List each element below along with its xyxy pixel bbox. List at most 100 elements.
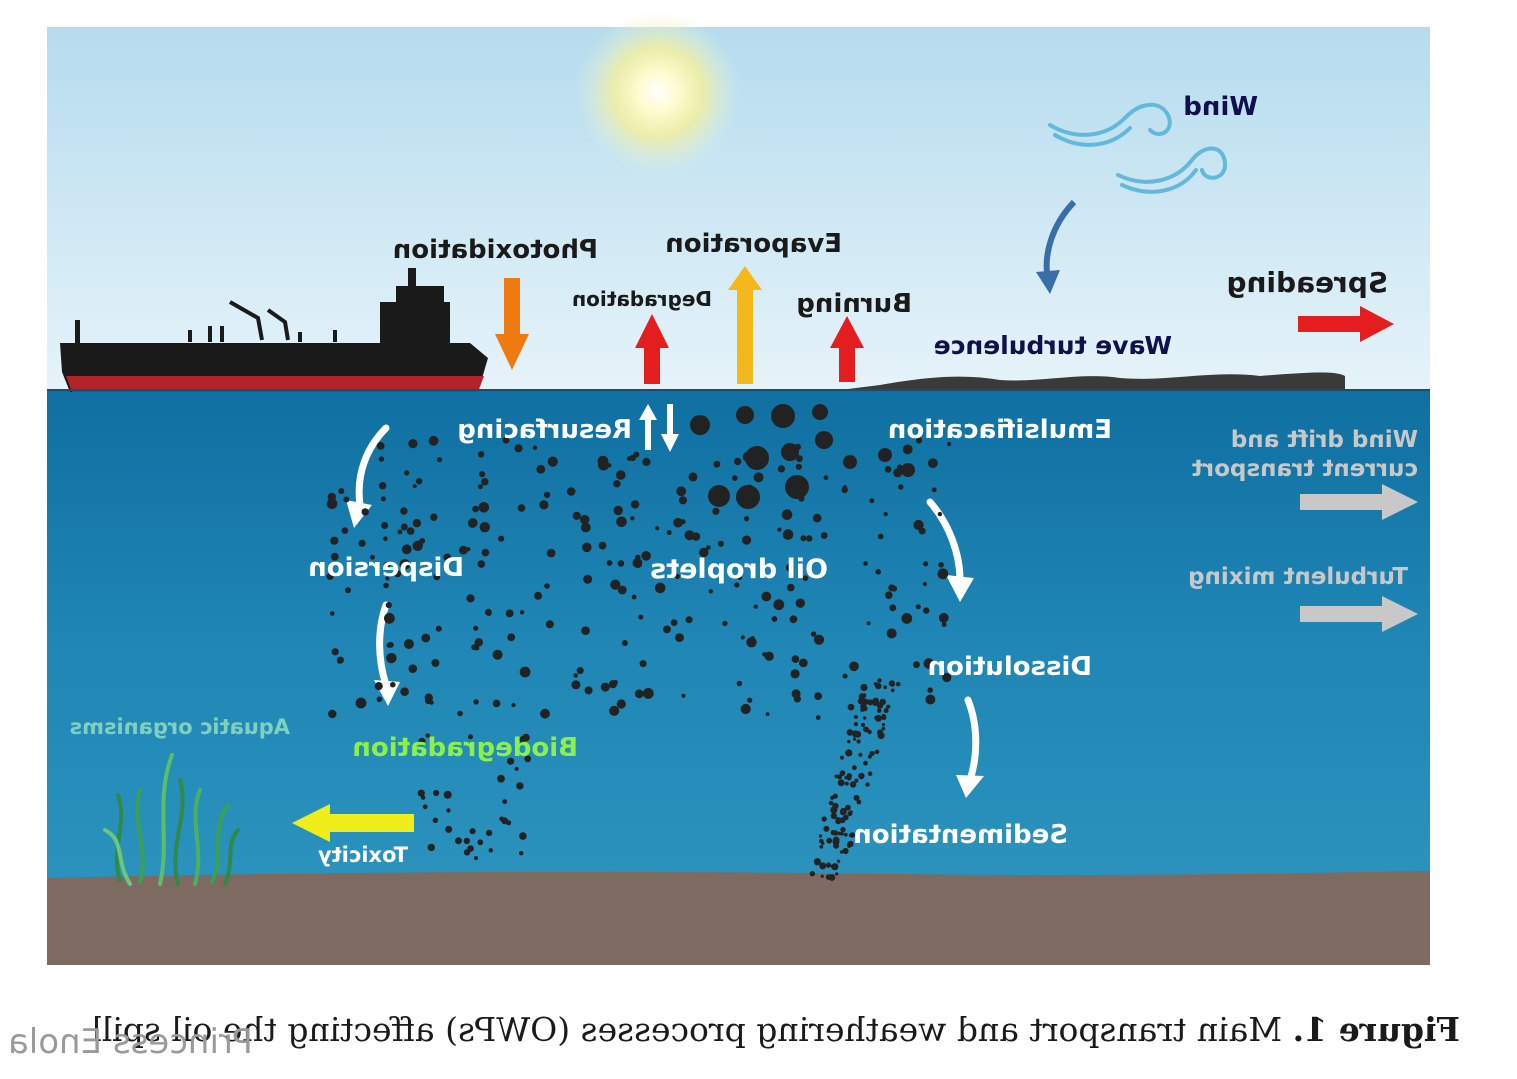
oil-droplet — [627, 456, 632, 461]
oil-droplet — [736, 680, 743, 687]
oil-droplet — [400, 687, 409, 696]
oil-droplet — [544, 583, 550, 589]
oil-droplet — [341, 527, 349, 534]
oil-droplet — [488, 848, 493, 853]
oil-droplet — [798, 658, 808, 668]
oil-droplet — [616, 699, 626, 709]
oil-droplet — [412, 519, 422, 528]
oil-droplet — [471, 644, 478, 651]
oil-droplet — [876, 708, 882, 713]
oil-droplet — [473, 625, 479, 631]
oil-droplet — [883, 708, 889, 714]
oil-droplet — [814, 692, 822, 700]
oil-droplet — [477, 560, 486, 568]
oil-droplet — [408, 664, 418, 673]
oil-droplet — [736, 485, 760, 509]
oil-droplet — [370, 554, 375, 560]
oil-droplet — [685, 616, 693, 624]
oil-droplet — [519, 851, 524, 856]
oil-droplet — [852, 765, 857, 771]
oil-droplet — [539, 500, 549, 510]
oil-droplet — [819, 838, 824, 844]
oil-droplet — [771, 404, 795, 428]
label-dispersion: Dispersion — [308, 553, 464, 583]
oil-droplet — [938, 562, 944, 568]
oil-droplet — [616, 516, 627, 528]
oil-droplet — [883, 685, 887, 689]
oil-droplet — [343, 496, 350, 503]
oil-droplet — [431, 658, 440, 667]
oil-droplet — [699, 547, 709, 558]
oil-droplet — [584, 686, 593, 695]
oil-droplet — [923, 658, 935, 669]
oil-droplet — [787, 583, 795, 592]
oil-droplet — [733, 457, 742, 466]
oil-droplet — [446, 808, 451, 813]
oil-droplet — [863, 561, 868, 566]
oil-droplet — [361, 508, 369, 516]
label-wave-turbulence: Wave turbulence — [934, 331, 1172, 360]
oil-droplet — [867, 771, 873, 776]
oil-droplet — [841, 486, 848, 494]
oil-droplet — [889, 604, 897, 612]
oil-droplet — [777, 465, 786, 473]
oil-droplet — [937, 511, 943, 517]
oil-droplet — [635, 554, 641, 561]
oil-droplet — [428, 435, 439, 446]
oil-droplet — [842, 673, 848, 679]
oil-droplet — [638, 614, 644, 620]
oil-droplet — [497, 774, 505, 783]
label-aquatic-organisms: Aquatic organisms — [70, 715, 290, 739]
figure-caption: Figure 1. Main transport and weathering … — [91, 1010, 1460, 1049]
oil-droplet — [572, 511, 581, 520]
oil-droplet — [812, 404, 828, 420]
oil-droplet — [443, 553, 452, 562]
oil-droplet — [477, 484, 483, 490]
oil-droplet — [681, 693, 686, 698]
oil-droplet — [708, 485, 730, 507]
oil-droplet — [837, 779, 845, 787]
oil-droplet — [791, 655, 800, 663]
label-toxicity: Toxicity — [318, 843, 408, 867]
oil-droplet — [690, 415, 710, 435]
dispersion-arrow — [355, 424, 390, 509]
oil-droplet — [532, 445, 538, 450]
oil-droplet — [796, 455, 803, 463]
oil-droplet — [432, 817, 439, 823]
oil-droplet — [883, 511, 888, 517]
oil-droplet — [502, 436, 510, 444]
oil-droplet — [433, 789, 440, 797]
oil-droplet — [823, 825, 830, 832]
label-sedimentation: Sedimentation — [853, 820, 1068, 850]
oil-droplet — [383, 562, 391, 569]
oil-droplet — [736, 406, 754, 424]
oil-droplet — [573, 673, 578, 678]
oil-droplet — [862, 716, 867, 720]
oil-droplet — [416, 478, 423, 485]
oil-droplet — [406, 527, 415, 535]
oil-droplet — [519, 666, 531, 678]
oil-droplet — [806, 535, 813, 542]
label-wind: Wind — [1183, 92, 1258, 122]
oil-droplet — [430, 513, 438, 521]
oil-droplet — [795, 463, 802, 470]
oil-droplet — [867, 699, 874, 706]
oil-droplet — [376, 442, 385, 450]
oil-droplet — [875, 569, 881, 575]
oil-droplet — [609, 705, 620, 716]
label-evaporation: Evaporation — [665, 229, 842, 259]
oil-droplet — [789, 615, 798, 624]
oil-droplet — [481, 548, 490, 557]
dispersion-down-arrow — [376, 601, 390, 689]
oil-droplet — [676, 486, 687, 497]
oil-droplet — [459, 545, 468, 555]
oil-droplet — [479, 471, 486, 478]
oil-droplet — [666, 530, 672, 535]
oil-droplet — [463, 849, 471, 856]
oil-droplet — [427, 843, 435, 852]
oil-droplet — [655, 526, 660, 531]
oil-droplet — [800, 535, 807, 542]
oil-droplet — [898, 484, 904, 490]
oil-droplet — [583, 574, 593, 584]
oil-droplet — [505, 609, 514, 618]
